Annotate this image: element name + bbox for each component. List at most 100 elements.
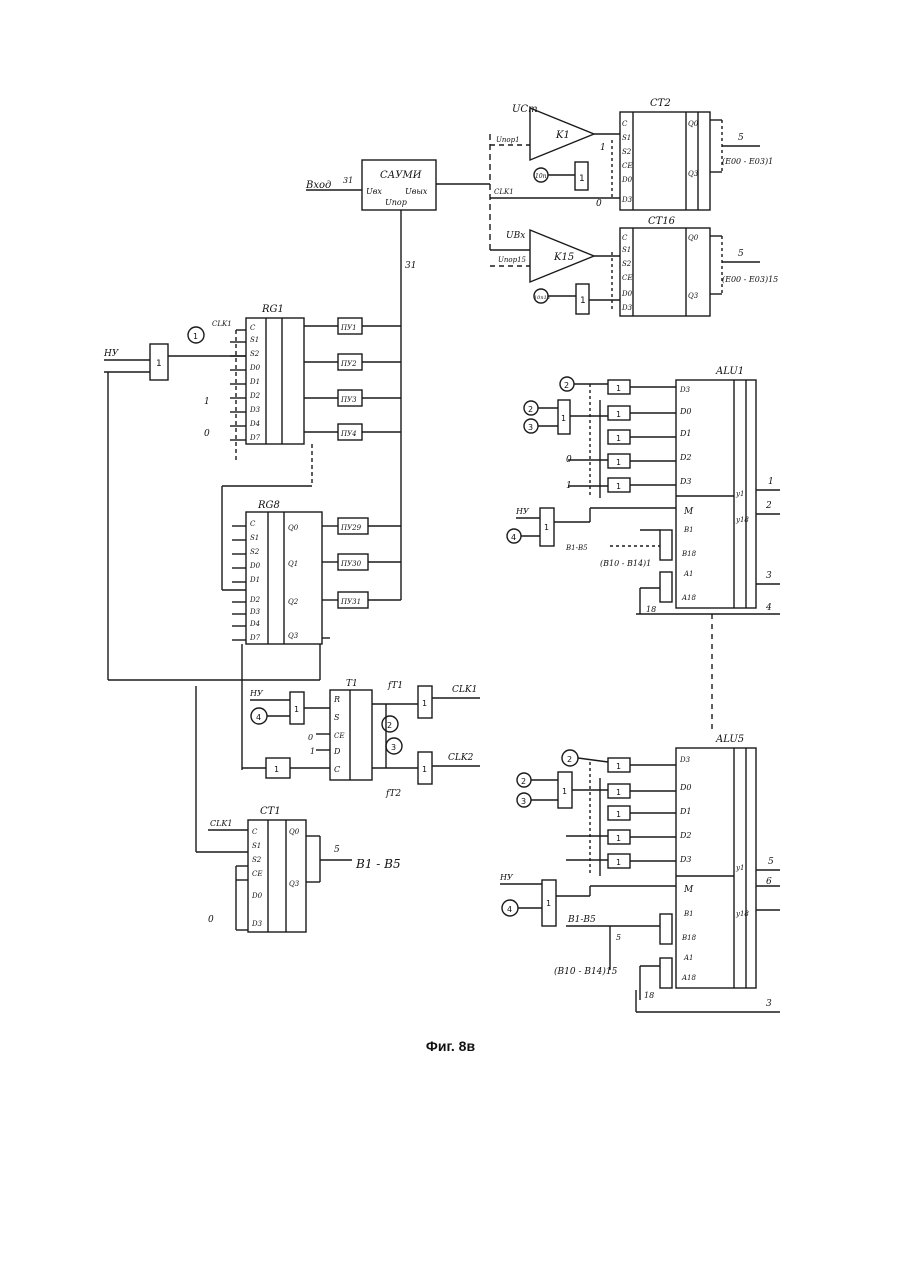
- alu1-g4: 1: [616, 458, 621, 467]
- alu5-g5: 1: [616, 858, 621, 867]
- alu5-out3: 3: [766, 999, 772, 1009]
- t1-f1: fT1: [387, 681, 403, 691]
- ct2-title: СТ2: [650, 98, 671, 109]
- ct1-bus: 5: [334, 845, 340, 855]
- alu5-pin-d3a: D3: [679, 756, 691, 764]
- alu5-ny: НУ: [499, 873, 514, 882]
- alu5-pin-m: M: [683, 885, 694, 895]
- alu5-pin-b1: B1: [683, 910, 694, 918]
- alu5-mk2b: 2: [521, 777, 526, 786]
- k1-ref: UСт: [512, 104, 538, 115]
- alu1-bin: B1-B5: [565, 544, 588, 552]
- ct16-title: СТ16: [648, 216, 676, 227]
- pu31-label: ПУ31: [340, 598, 361, 606]
- t1-ny: НУ: [249, 689, 264, 698]
- pu3-label: ПУ3: [340, 396, 357, 404]
- alu1-pin-b1: B1: [683, 526, 694, 534]
- ct16-pin-d3: D3: [621, 304, 633, 312]
- ct2-bus-label: (E00 - E03)1: [722, 157, 773, 166]
- k15-thr: Uпор15: [498, 256, 527, 264]
- k1-group: K1 UСт Uпор1 10п 1 CLK1: [490, 104, 622, 250]
- rg1-pin-d7: D7: [249, 434, 261, 442]
- ct2-zero: 0: [596, 199, 602, 209]
- rg1-pin-s1: S1: [250, 336, 259, 344]
- alu1-pin-m: M: [683, 507, 694, 517]
- alu1-ny: НУ: [515, 507, 530, 516]
- alu5-bbus: 5: [616, 933, 621, 942]
- alu1-g2: 1: [616, 410, 621, 419]
- ct1-clk: CLK1: [210, 819, 233, 828]
- t1-one: 1: [310, 747, 315, 756]
- k15-group: K15 UВх Uпор15 10п15 1: [490, 230, 620, 314]
- alu1-mk2b: 2: [528, 405, 533, 414]
- alu5-abus: 18: [644, 991, 654, 1000]
- rg1-zero: 0: [204, 429, 210, 439]
- alu5-bin: B1-B5: [567, 915, 596, 925]
- alu1-gmux: 1: [561, 414, 566, 423]
- t1-pin-d: D: [333, 747, 341, 756]
- ct2-pin-s1: S1: [622, 134, 631, 142]
- ct1-title: СТ1: [260, 806, 281, 817]
- k1-thr: Uпор1: [496, 136, 520, 144]
- k1-gate: 1: [579, 174, 585, 184]
- alu5-title: ALU5: [715, 734, 744, 745]
- t1-gate-f2: 1: [422, 765, 427, 774]
- alu1-y18: y18: [735, 516, 749, 524]
- ct16-pin-ce: CЕ: [622, 274, 632, 282]
- alu5-pin-a18: A18: [681, 974, 697, 982]
- alu1-pin-d0: D0: [679, 407, 692, 416]
- t1-gate-in: 1: [294, 705, 299, 714]
- alu1-pin-d2: D2: [679, 453, 692, 462]
- ct2-pin-d3: D3: [621, 196, 633, 204]
- ny-label: НУ: [103, 349, 120, 359]
- alu5-gny: 1: [546, 899, 551, 908]
- t1-pin-ce: CЕ: [334, 732, 344, 740]
- alu1-one: 1: [566, 481, 572, 491]
- rg1-block: RG1 CLK1 C S1 S2 D0 D1 D2 D3 D4 D7 1 0: [204, 304, 338, 486]
- alu5-pin-a1: A1: [683, 954, 694, 962]
- alu5-pin-d1: D1: [679, 807, 692, 816]
- alu5-g4: 1: [616, 834, 621, 843]
- rg1-pin-d3: D3: [249, 406, 261, 414]
- pu-group-bottom: ПУ29 ПУ30 ПУ31: [338, 440, 401, 608]
- t1-clk2: CLK2: [448, 753, 474, 763]
- alu5-mk3: 3: [521, 797, 526, 806]
- alu1-gny: 1: [544, 523, 549, 532]
- k1-osc: 10п: [535, 173, 547, 180]
- ct16-bus-label: (E00 - E03)15: [722, 275, 778, 284]
- ct2-pin-s2: S2: [622, 148, 632, 156]
- vhod-bus: 31: [343, 176, 353, 185]
- pu-group-top: ПУ1 ПУ2 ПУ3 ПУ4: [338, 318, 401, 440]
- rg1-pin-d0: D0: [249, 364, 261, 372]
- alu5-mk4: 4: [507, 905, 512, 914]
- alu1-y1: y1: [735, 490, 744, 498]
- alu5-blabel: (B10 - B14)15: [554, 966, 618, 977]
- ct2-block: СТ2 C S1 S2 CЕ D0 D3 Q0 Q3 5 (E00 - E03)…: [596, 98, 773, 210]
- ct16-block: СТ16 C S1 S2 CЕ D0 D3 Q0 Q3 5 (E00 - E03…: [612, 216, 778, 316]
- marker-4a: 4: [256, 713, 261, 722]
- alu5-y1: y1: [735, 864, 744, 872]
- ct1-bus-label: B1 - B5: [355, 857, 401, 871]
- k1-label: K1: [555, 130, 570, 141]
- ct2-q3: Q3: [688, 170, 699, 178]
- rg8-pin-d3: D3: [249, 608, 261, 616]
- rg8-pin-d2: D2: [249, 596, 261, 604]
- k15-label: K15: [553, 252, 574, 263]
- pu2-label: ПУ2: [340, 360, 357, 368]
- ct1-pin-s2: S2: [252, 856, 262, 864]
- alu5-pin-d3: D3: [679, 855, 692, 864]
- rg8-pin-d7: D7: [249, 634, 261, 642]
- alu1-title: ALU1: [715, 366, 744, 377]
- ct16-pin-s1: S1: [622, 246, 631, 254]
- rg1-pin-d2: D2: [249, 392, 261, 400]
- t1-pin-c: C: [334, 765, 340, 774]
- rg1-pin-d1: D1: [249, 378, 260, 386]
- alu1-mk2: 2: [564, 381, 569, 390]
- rg1-pin-c: C: [250, 324, 256, 332]
- t1-title: T1: [346, 679, 358, 689]
- alu5-g3: 1: [616, 810, 621, 819]
- ct1-q3: Q3: [289, 880, 300, 888]
- rg8-pin-d0: D0: [249, 562, 261, 570]
- alu1-pin-d3: D3: [679, 477, 692, 486]
